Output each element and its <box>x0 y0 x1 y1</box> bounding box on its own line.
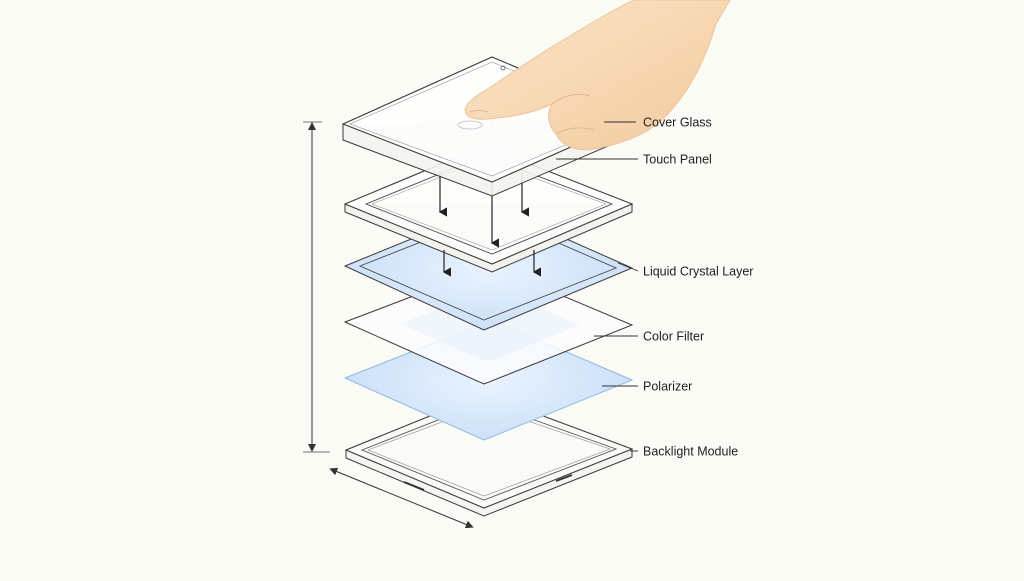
layer-backlight-module <box>344 393 634 517</box>
dimension-arrow-icon <box>303 121 330 453</box>
label-cover-glass: Cover Glass <box>643 116 712 130</box>
label-color-filter: Color Filter <box>643 330 704 344</box>
label-backlight-module: Backlight Module <box>643 445 738 459</box>
label-polarizer: Polarizer <box>643 380 692 394</box>
label-liquid-crystal-layer: Liquid Crystal Layer <box>643 265 753 279</box>
dimension-arrow-icon <box>329 467 474 529</box>
hand-pointer-icon <box>464 0 731 151</box>
label-touch-panel: Touch Panel <box>643 153 712 167</box>
leader-lines <box>556 121 639 452</box>
layer-labels: Cover Glass Touch Panel Liquid Crystal L… <box>643 116 753 459</box>
